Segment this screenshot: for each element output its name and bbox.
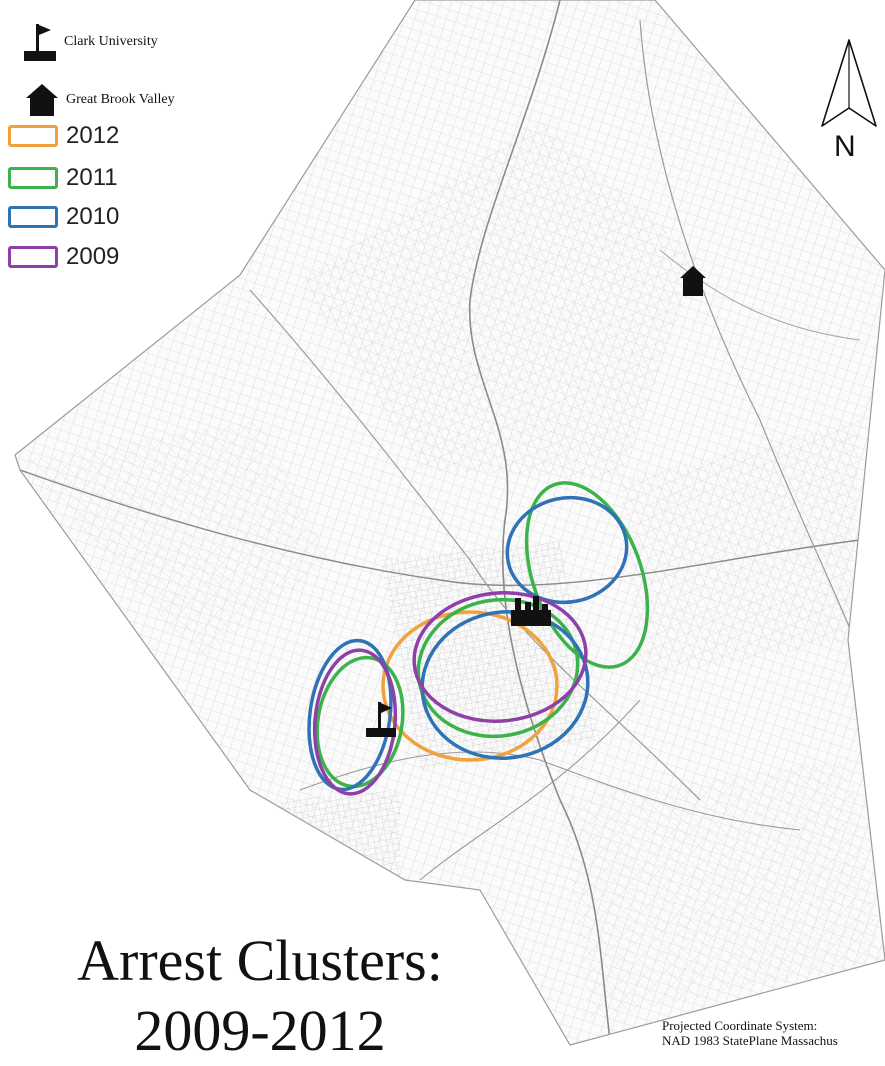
projection-note: Projected Coordinate System: NAD 1983 St…: [662, 1018, 838, 1048]
legend-label-2012: 2012: [66, 122, 120, 149]
map-title: Arrest Clusters: 2009-2012: [40, 926, 480, 1066]
legend-item-2011: 2011: [8, 164, 118, 192]
cluster-ellipses: [307, 481, 650, 796]
legend-label-2010: 2010: [66, 203, 120, 230]
cluster-2010-central: [420, 610, 590, 760]
cluster-2011-west: [315, 655, 405, 789]
projection-line-2: NAD 1983 StatePlane Massachus: [662, 1033, 838, 1048]
legend-label-great-brook-valley: Great Brook Valley: [66, 92, 175, 107]
map-title-line-1: Arrest Clusters:: [77, 928, 443, 993]
legend-label-2009: 2009: [66, 243, 120, 270]
legend-item-2010: 2010: [8, 203, 119, 231]
north-arrow-icon: [821, 39, 877, 127]
cluster-2012-central: [381, 610, 559, 762]
map-legend: Clark University Great Brook Valley 2012…: [8, 0, 238, 280]
legend-item-2009: 2009: [8, 243, 119, 271]
cluster-2011-northeast: [524, 481, 650, 669]
building-icon: [511, 596, 551, 626]
house-icon: [680, 266, 706, 296]
cluster-2009-central: [412, 591, 588, 723]
legend-item-2012: 2012: [8, 122, 119, 150]
legend-label-2011: 2011: [66, 164, 118, 191]
projection-line-1: Projected Coordinate System:: [662, 1018, 818, 1033]
north-label: N: [834, 130, 856, 163]
cluster-2009-west: [312, 648, 398, 796]
flag-icon: [24, 24, 56, 61]
legend-swatch-2012: [8, 125, 58, 147]
legend-swatch-2009: [8, 246, 58, 268]
cluster-2010-northeast: [505, 495, 629, 605]
legend-swatch-2010: [8, 206, 58, 228]
legend-label-clark-university: Clark University: [64, 34, 158, 49]
legend-item-clark-university: Clark University: [24, 22, 158, 62]
north-arrow: N: [818, 38, 880, 163]
legend-item-great-brook-valley: Great Brook Valley: [26, 84, 175, 116]
map-title-line-2: 2009-2012: [134, 998, 386, 1063]
house-icon: [26, 84, 58, 116]
flag-icon: [366, 702, 396, 737]
legend-swatch-2011: [8, 167, 58, 189]
